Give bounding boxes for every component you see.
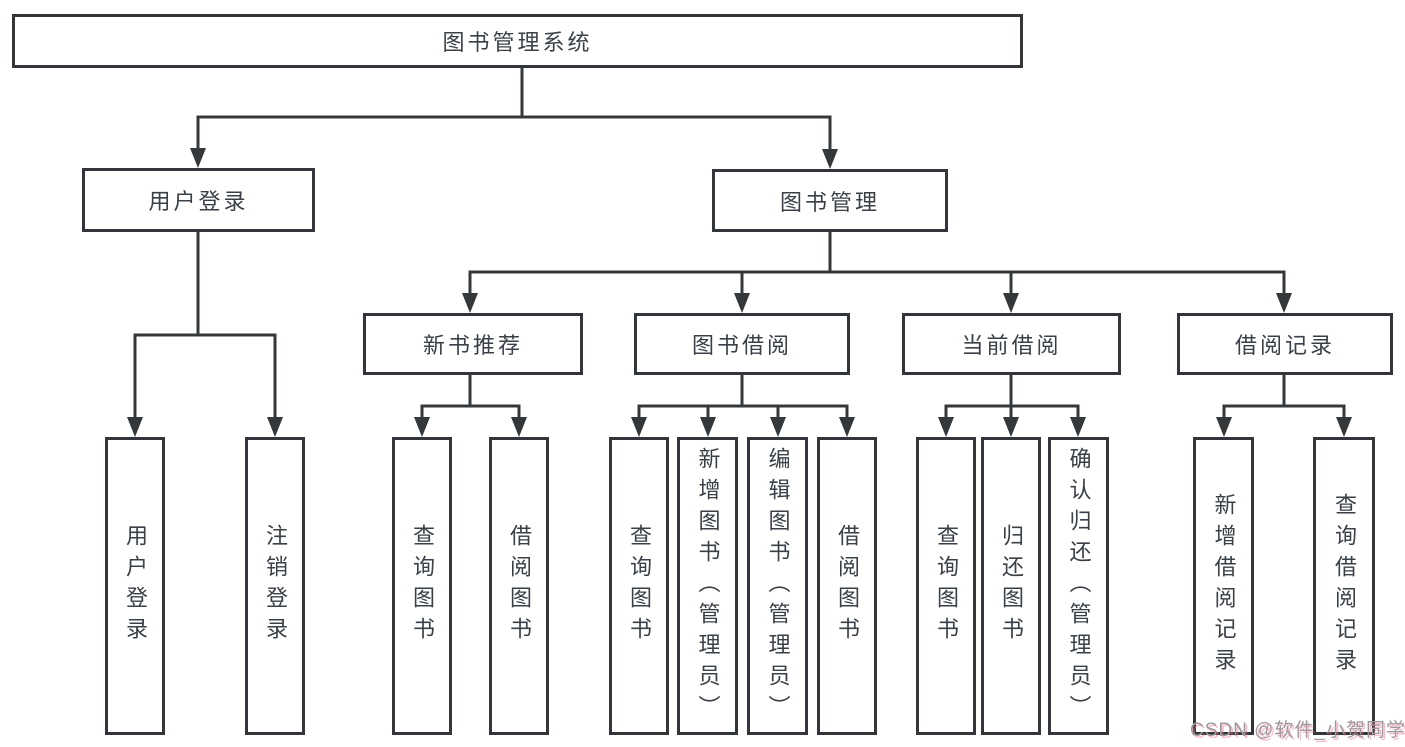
connector-borrow-records-to-leaves bbox=[1216, 375, 1352, 437]
node-root-system: 图书管理系统 bbox=[12, 14, 1023, 68]
leaf-borrow-books-recommend: 借阅图书 bbox=[489, 437, 549, 735]
leaf-query-books-current: 查询图书 bbox=[916, 437, 976, 735]
node-book-management-branch: 图书管理 bbox=[712, 169, 948, 232]
leaf-query-borrow-record-label: 查询借阅记录 bbox=[1332, 493, 1357, 679]
leaf-add-books-admin-label: 新增图书（管理员） bbox=[695, 446, 721, 726]
node-new-book-recommend-label: 新书推荐 bbox=[422, 333, 523, 358]
node-book-borrowing-label: 图书借阅 bbox=[691, 333, 792, 358]
leaf-confirm-return-admin-label: 确认归还（管理员） bbox=[1066, 446, 1092, 726]
node-book-borrowing: 图书借阅 bbox=[634, 313, 850, 375]
node-borrowing-records: 借阅记录 bbox=[1177, 313, 1393, 375]
node-user-login-label: 用户登录 bbox=[148, 189, 249, 214]
leaf-borrow-books-borrowing-label: 借阅图书 bbox=[835, 524, 860, 648]
leaf-edit-books-admin: 编辑图书（管理员） bbox=[747, 437, 808, 735]
node-root-label: 图书管理系统 bbox=[442, 30, 593, 55]
leaf-user-login-label: 用户登录 bbox=[123, 524, 148, 648]
connector-book-mgmt-to-level3 bbox=[462, 232, 1292, 313]
leaf-return-books-label: 归还图书 bbox=[999, 524, 1024, 648]
connector-user-login-to-leaves bbox=[127, 232, 283, 437]
connector-new-book-rec-to-leaves bbox=[414, 375, 527, 437]
leaf-query-books-recommend: 查询图书 bbox=[392, 437, 452, 735]
node-user-login-branch: 用户登录 bbox=[82, 168, 315, 232]
leaf-query-books-current-label: 查询图书 bbox=[934, 524, 959, 648]
connector-book-borrow-to-leaves bbox=[631, 375, 855, 437]
leaf-query-borrow-record: 查询借阅记录 bbox=[1313, 437, 1375, 735]
leaf-add-borrow-record-label: 新增借阅记录 bbox=[1211, 493, 1237, 679]
leaf-borrow-books-recommend-label: 借阅图书 bbox=[507, 524, 532, 648]
leaf-borrow-books-borrowing: 借阅图书 bbox=[817, 437, 877, 735]
leaf-edit-books-admin-label: 编辑图书（管理员） bbox=[765, 446, 791, 726]
node-new-book-recommend: 新书推荐 bbox=[363, 313, 583, 375]
node-book-management-label: 图书管理 bbox=[779, 189, 880, 215]
leaf-add-borrow-record: 新增借阅记录 bbox=[1193, 437, 1254, 735]
leaf-query-books-borrowing-label: 查询图书 bbox=[627, 524, 652, 648]
leaf-return-books: 归还图书 bbox=[981, 437, 1041, 735]
leaf-query-books-recommend-label: 查询图书 bbox=[410, 524, 435, 648]
connector-root-to-level2 bbox=[190, 68, 838, 169]
leaf-add-books-admin: 新增图书（管理员） bbox=[677, 437, 738, 735]
leaf-user-login: 用户登录 bbox=[105, 437, 165, 735]
node-borrowing-records-label: 借阅记录 bbox=[1234, 333, 1335, 358]
node-current-borrowing-label: 当前借阅 bbox=[961, 333, 1062, 358]
node-current-borrowing: 当前借阅 bbox=[902, 313, 1121, 375]
csdn-watermark: CSDN @软件_小贺同学 bbox=[1190, 720, 1405, 741]
leaf-confirm-return-admin: 确认归还（管理员） bbox=[1048, 437, 1109, 735]
connector-current-borrow-to-leaves bbox=[938, 375, 1086, 437]
leaf-query-books-borrowing: 查询图书 bbox=[609, 437, 669, 735]
leaf-logout-login-label: 注销登录 bbox=[263, 524, 288, 648]
leaf-logout-login: 注销登录 bbox=[245, 437, 305, 735]
